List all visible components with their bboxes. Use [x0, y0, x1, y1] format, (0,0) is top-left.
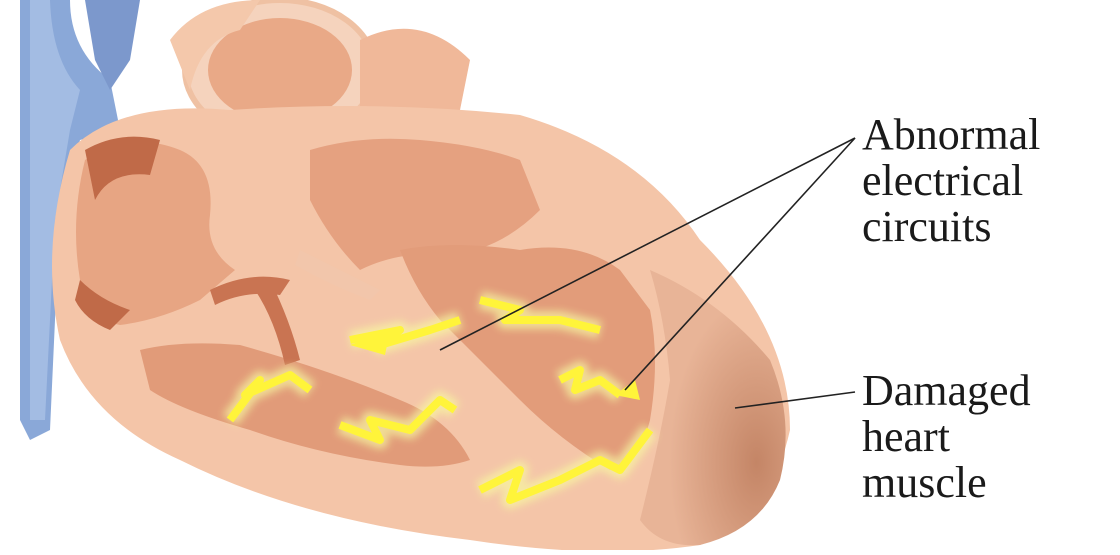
label-damaged-line2: heart [862, 414, 1031, 460]
label-abnormal-line1: Abnormal [862, 112, 1040, 158]
label-damaged-line3: muscle [862, 460, 1031, 506]
label-abnormal-electrical-circuits: Abnormal electrical circuits [862, 112, 1040, 250]
label-abnormal-line3: circuits [862, 204, 1040, 250]
label-damaged-heart-muscle: Damaged heart muscle [862, 368, 1031, 506]
label-abnormal-line2: electrical [862, 158, 1040, 204]
label-damaged-line1: Damaged [862, 368, 1031, 414]
